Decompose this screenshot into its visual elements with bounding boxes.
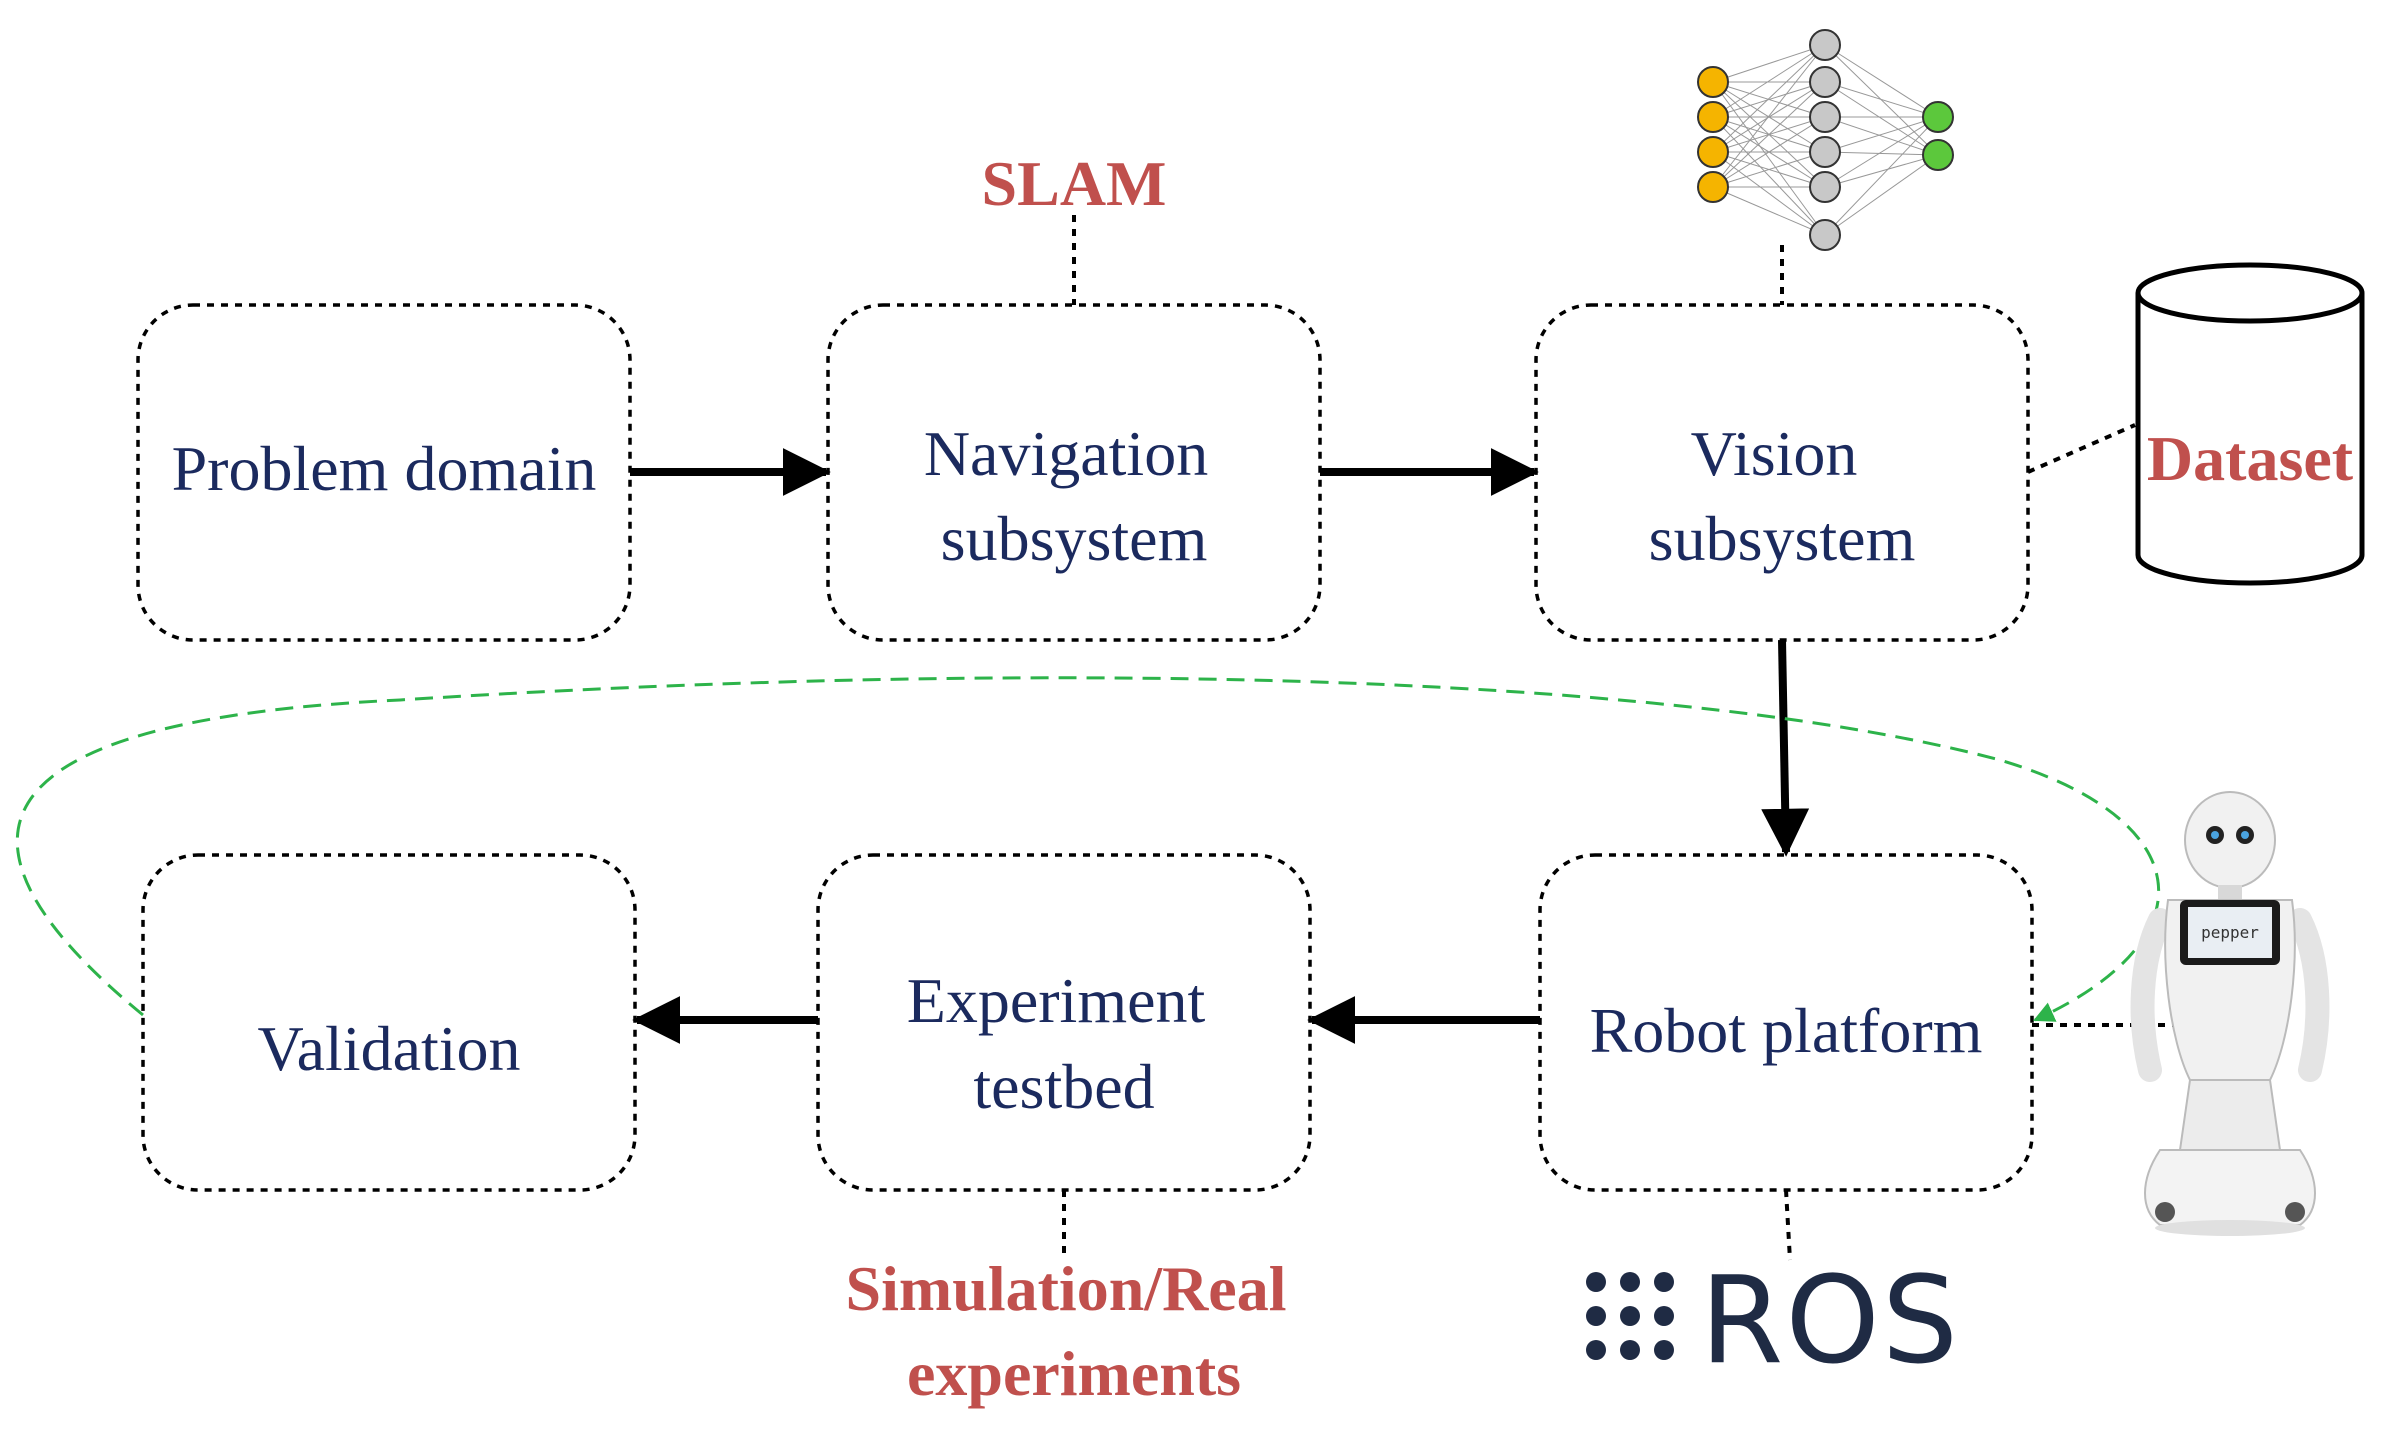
connector-dataset: [2027, 423, 2136, 474]
pepper-robot-icon: pepper: [2130, 791, 2330, 1236]
robot-platform-box: Robot platform: [1538, 853, 2034, 1192]
experiment-testbed-label: Experiment testbed: [907, 965, 1222, 1122]
ros-logo-dot: [1586, 1340, 1606, 1360]
slam-label: SLAM: [982, 148, 1167, 219]
experiment-testbed-box: Experiment testbed: [816, 853, 1312, 1192]
navigation-subsystem-box: Navigation subsystem: [826, 303, 1322, 642]
nn-edge: [1712, 186, 1826, 236]
nn-edge: [1824, 81, 1939, 118]
robot-screen-text: pepper: [2201, 923, 2259, 942]
nn-edge: [1824, 44, 1939, 118]
nn-input-node: [1697, 171, 1729, 203]
nn-edge: [1824, 116, 1939, 236]
connector-ros: [1784, 1189, 1792, 1261]
nn-edge: [1824, 116, 1939, 188]
nn-edge: [1712, 116, 1826, 236]
nn-edge: [1824, 116, 1939, 153]
nn-input-node: [1697, 136, 1729, 168]
validation-box: Validation: [141, 853, 637, 1192]
nn-hidden-node: [1809, 29, 1841, 61]
nn-output-node: [1922, 139, 1954, 171]
nn-output-node: [1922, 101, 1954, 133]
ros-logo-dot: [1586, 1272, 1606, 1292]
nn-edge: [1712, 81, 1826, 188]
nn-edge: [1824, 154, 1939, 188]
nn-input-node: [1697, 66, 1729, 98]
feedback-loop-arrow: [15, 676, 2161, 1022]
vision-subsystem-box: Vision subsystem: [1534, 303, 2030, 642]
simulation-real-label: Simulation/Real experiments: [846, 1253, 1303, 1409]
nn-edge: [1712, 81, 1826, 236]
nn-edge: [1712, 151, 1826, 236]
nn-edge: [1712, 81, 1826, 118]
nn-hidden-node: [1809, 219, 1841, 251]
nn-edge: [1824, 81, 1939, 156]
nn-hidden-node: [1809, 66, 1841, 98]
nn-edge: [1712, 44, 1826, 188]
nn-edge: [1824, 116, 1939, 156]
nn-edge: [1712, 44, 1826, 83]
ros-logo-dot: [1654, 1272, 1674, 1292]
ros-logo-dot: [1586, 1306, 1606, 1326]
nn-edge: [1712, 151, 1826, 188]
problem-domain-label: Problem domain: [172, 433, 597, 504]
nn-edge: [1712, 44, 1826, 153]
robot-platform-label: Robot platform: [1590, 995, 1983, 1066]
nn-edge: [1712, 116, 1826, 188]
ros-logo-text: ROS: [1700, 1252, 1960, 1391]
navigation-subsystem-label: Navigation subsystem: [924, 418, 1224, 574]
neural-network-icon: [1697, 29, 1954, 251]
nn-edge: [1712, 44, 1826, 118]
ros-logo-dot: [1654, 1340, 1674, 1360]
problem-domain-box: Problem domain: [136, 303, 632, 642]
nn-edge: [1824, 151, 1939, 156]
ros-logo-dot: [1620, 1272, 1640, 1292]
database-cylinder-icon: [2135, 262, 2365, 586]
nn-input-node: [1697, 101, 1729, 133]
nn-edge: [1712, 81, 1826, 153]
ros-logo-icon: ROS: [1586, 1252, 1960, 1391]
ros-logo-dot: [1654, 1306, 1674, 1326]
nn-edge: [1824, 154, 1939, 236]
ros-logo-dot: [1620, 1306, 1640, 1326]
nn-hidden-node: [1809, 171, 1841, 203]
validation-label: Validation: [257, 1013, 520, 1084]
nn-hidden-node: [1809, 101, 1841, 133]
arrow-vision-to-robot: [1761, 639, 1810, 857]
ros-logo-dot: [1620, 1340, 1640, 1360]
vision-subsystem-label: Vision subsystem: [1649, 418, 1916, 574]
nn-hidden-node: [1809, 136, 1841, 168]
dataset-label: Dataset: [2147, 423, 2354, 494]
